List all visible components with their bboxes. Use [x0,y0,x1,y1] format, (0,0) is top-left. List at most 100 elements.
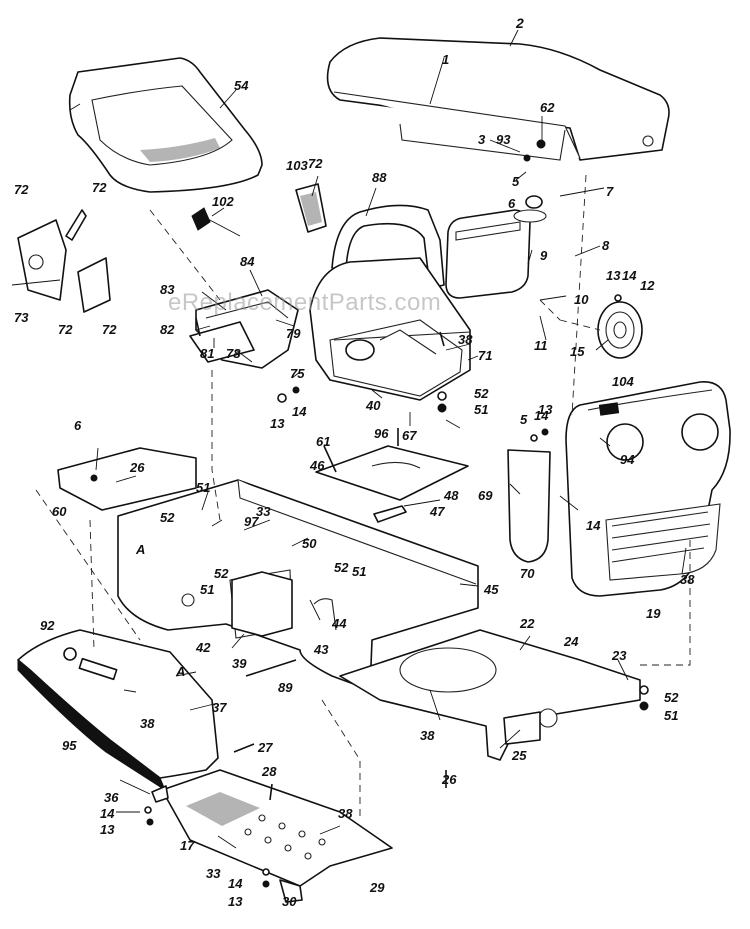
part-label-83: 83 [160,282,175,297]
part-label-72d: 72 [102,322,117,337]
part-label-89: 89 [278,680,293,695]
part-label-A1: A [135,542,145,557]
headlight-part [597,301,643,359]
part-label-40: 40 [365,398,381,413]
part-label-72c: 72 [58,322,73,337]
part-label-5b: 5 [520,412,528,427]
part-label-3: 3 [478,132,486,147]
part-label-93: 93 [496,132,511,147]
battery-part [231,571,293,637]
part-label-104: 104 [612,374,634,389]
part-label-27: 27 [257,740,273,755]
part-label-13a: 13 [606,268,621,283]
part-label-75: 75 [290,366,305,381]
part-label-52d: 52 [214,566,229,581]
part-label-8: 8 [602,238,610,253]
part-label-6b: 6 [74,418,82,433]
part-label-51c: 51 [352,564,366,579]
dash-panel-part [309,257,471,401]
part-label-17: 17 [180,838,195,853]
hardware-parts [144,139,649,888]
part-label-23: 23 [611,648,627,663]
part-label-79: 79 [286,326,301,341]
part-label-97: 97 [244,514,259,529]
part-label-96: 96 [374,426,389,441]
part-label-52b: 52 [160,510,175,525]
frame-part [117,479,641,761]
part-label-13e: 13 [228,894,243,909]
part-label-10: 10 [574,292,589,307]
part-label-15: 15 [570,344,585,359]
part-label-14a: 14 [622,268,637,283]
part-label-61: 61 [316,434,330,449]
part-label-51a: 51 [474,402,488,417]
part-label-25: 25 [511,748,527,763]
part-label-84: 84 [240,254,255,269]
part-label-2: 2 [515,15,524,31]
part-label-14f: 14 [228,876,243,891]
part-label-95: 95 [62,738,77,753]
part-label-5a: 5 [512,174,520,189]
part-label-94: 94 [620,452,635,467]
fuel-tank-part [445,195,547,299]
part-label-72b: 72 [92,180,107,195]
part-label-14b: 14 [292,404,307,419]
part-label-50: 50 [302,536,317,551]
lever-assembly-part [11,209,111,313]
part-label-67: 67 [402,428,417,443]
part-label-44: 44 [331,616,347,631]
part-label-1: 1 [442,52,449,67]
part-label-60: 60 [52,504,67,519]
part-label-29: 29 [369,880,385,895]
part-label-46: 46 [309,458,325,473]
foot-plate-part [161,769,393,903]
part-label-43: 43 [313,642,329,657]
side-panel-part [507,449,551,563]
part-label-51b: 51 [196,480,210,495]
part-label-51d: 51 [200,582,214,597]
part-label-38e: 38 [338,806,353,821]
part-label-24: 24 [563,634,579,649]
part-label-71: 71 [478,348,492,363]
part-label-36: 36 [104,790,119,805]
rod-part [245,659,297,677]
part-label-62: 62 [540,100,555,115]
part-label-70: 70 [520,566,535,581]
part-label-6a: 6 [508,196,516,211]
part-label-33b: 33 [206,866,221,881]
part-label-92: 92 [40,618,55,633]
part-label-48: 48 [443,488,459,503]
part-label-102: 102 [212,194,234,209]
part-label-52c: 52 [334,560,349,575]
part-label-52e: 52 [664,690,679,705]
part-label-37: 37 [212,700,227,715]
watermark-text: eReplacementParts.com [168,289,441,316]
seat-part [68,57,263,193]
part-label-7: 7 [606,184,614,199]
part-labels: 2 1 62 3 93 5 6 7 8 9 10 11 13 14 12 15 … [14,15,695,909]
part-label-33a: 33 [256,504,271,519]
part-label-13c: 13 [538,402,553,417]
part-label-26b: 26 [441,772,457,787]
battery-box-part [189,289,299,369]
part-label-12: 12 [640,278,655,293]
part-label-14e: 14 [100,806,115,821]
part-label-51e: 51 [664,708,678,723]
leader-lines [69,29,687,849]
part-label-A2: A [175,664,185,679]
part-label-30: 30 [282,894,297,909]
part-label-81: 81 [200,346,214,361]
part-label-38c: 38 [140,716,155,731]
part-label-72e: 72 [308,156,323,171]
part-label-78: 78 [226,346,241,361]
hood-part [326,37,670,161]
dash-frame-part [331,204,445,289]
part-label-72a: 72 [14,182,29,197]
grille-part [565,381,731,597]
part-label-69: 69 [478,488,493,503]
part-label-14d: 14 [586,518,601,533]
part-label-19: 19 [646,606,661,621]
part-label-22: 22 [519,616,535,631]
part-label-45: 45 [483,582,499,597]
